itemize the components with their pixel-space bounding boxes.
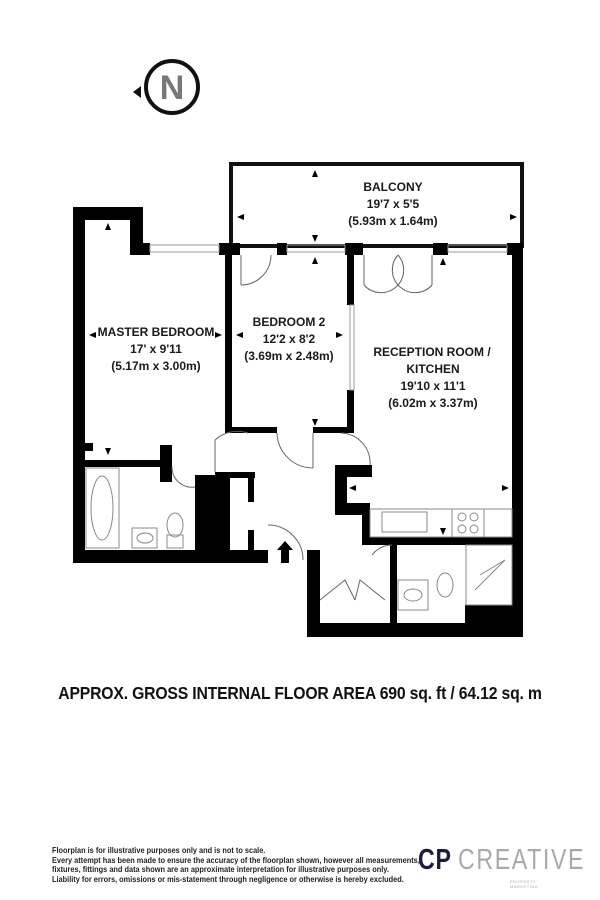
svg-text:19'7 x 5'5: 19'7 x 5'5 — [367, 197, 420, 211]
svg-text:(6.02m x 3.37m): (6.02m x 3.37m) — [388, 396, 477, 410]
disclaimer: Floorplan is for illustrative purposes o… — [52, 845, 420, 884]
svg-text:17' x 9'11: 17' x 9'11 — [130, 342, 182, 356]
floor-area-text: APPROX. GROSS INTERNAL FLOOR AREA 690 sq… — [58, 683, 542, 703]
logo-creative: CREATIVE — [458, 844, 586, 876]
north-compass-icon: N — [133, 59, 200, 115]
compass-letter: N — [160, 69, 185, 107]
disclaimer-line: fixtures, fittings and data shown are an… — [52, 864, 389, 875]
room-label-balcony: BALCONY 19'7 x 5'5 (5.93m x 1.64m) — [348, 180, 437, 228]
entrance-arrow-icon — [277, 541, 293, 563]
disclaimer-line: Floorplan is for illustrative purposes o… — [52, 845, 266, 855]
room-label-bedroom-2: BEDROOM 2 12'2 x 8'2 (3.69m x 2.48m) — [244, 315, 333, 363]
svg-text:BEDROOM 2: BEDROOM 2 — [253, 315, 326, 329]
svg-text:19'10 x 11'1: 19'10 x 11'1 — [400, 379, 465, 393]
svg-text:(3.69m x 2.48m): (3.69m x 2.48m) — [244, 349, 333, 363]
logo-tagline: PROPERTY MARKETING — [510, 879, 539, 889]
svg-text:(5.93m x 1.64m): (5.93m x 1.64m) — [348, 214, 437, 228]
svg-text:RECEPTION ROOM /: RECEPTION ROOM / — [373, 345, 491, 359]
bathroom-fixtures — [85, 467, 513, 611]
svg-text:BALCONY: BALCONY — [363, 180, 422, 194]
kitchen-fixtures — [369, 508, 513, 538]
logo-cp: CP — [418, 844, 452, 876]
cp-creative-logo: CP CREATIVE PROPERTY MARKETING — [418, 844, 584, 889]
svg-text:12'2 x 8'2: 12'2 x 8'2 — [263, 332, 316, 346]
dimension-arrows — [89, 170, 517, 535]
svg-text:(5.17m x 3.00m): (5.17m x 3.00m) — [111, 359, 200, 373]
walls — [73, 207, 523, 637]
door-swings — [171, 254, 433, 601]
disclaimer-line: Liability for errors, omissions or mis-s… — [52, 873, 404, 884]
svg-text:KITCHEN: KITCHEN — [406, 362, 459, 376]
room-label-master-bedroom: MASTER BEDROOM 17' x 9'11 (5.17m x 3.00m… — [98, 325, 215, 373]
balcony-outline — [229, 162, 524, 248]
disclaimer-line: Every attempt has been made to ensure th… — [52, 854, 420, 865]
room-label-reception-kitchen: RECEPTION ROOM / KITCHEN 19'10 x 11'1 (6… — [373, 345, 491, 410]
windows — [149, 244, 508, 391]
svg-text:MASTER BEDROOM: MASTER BEDROOM — [98, 325, 215, 339]
